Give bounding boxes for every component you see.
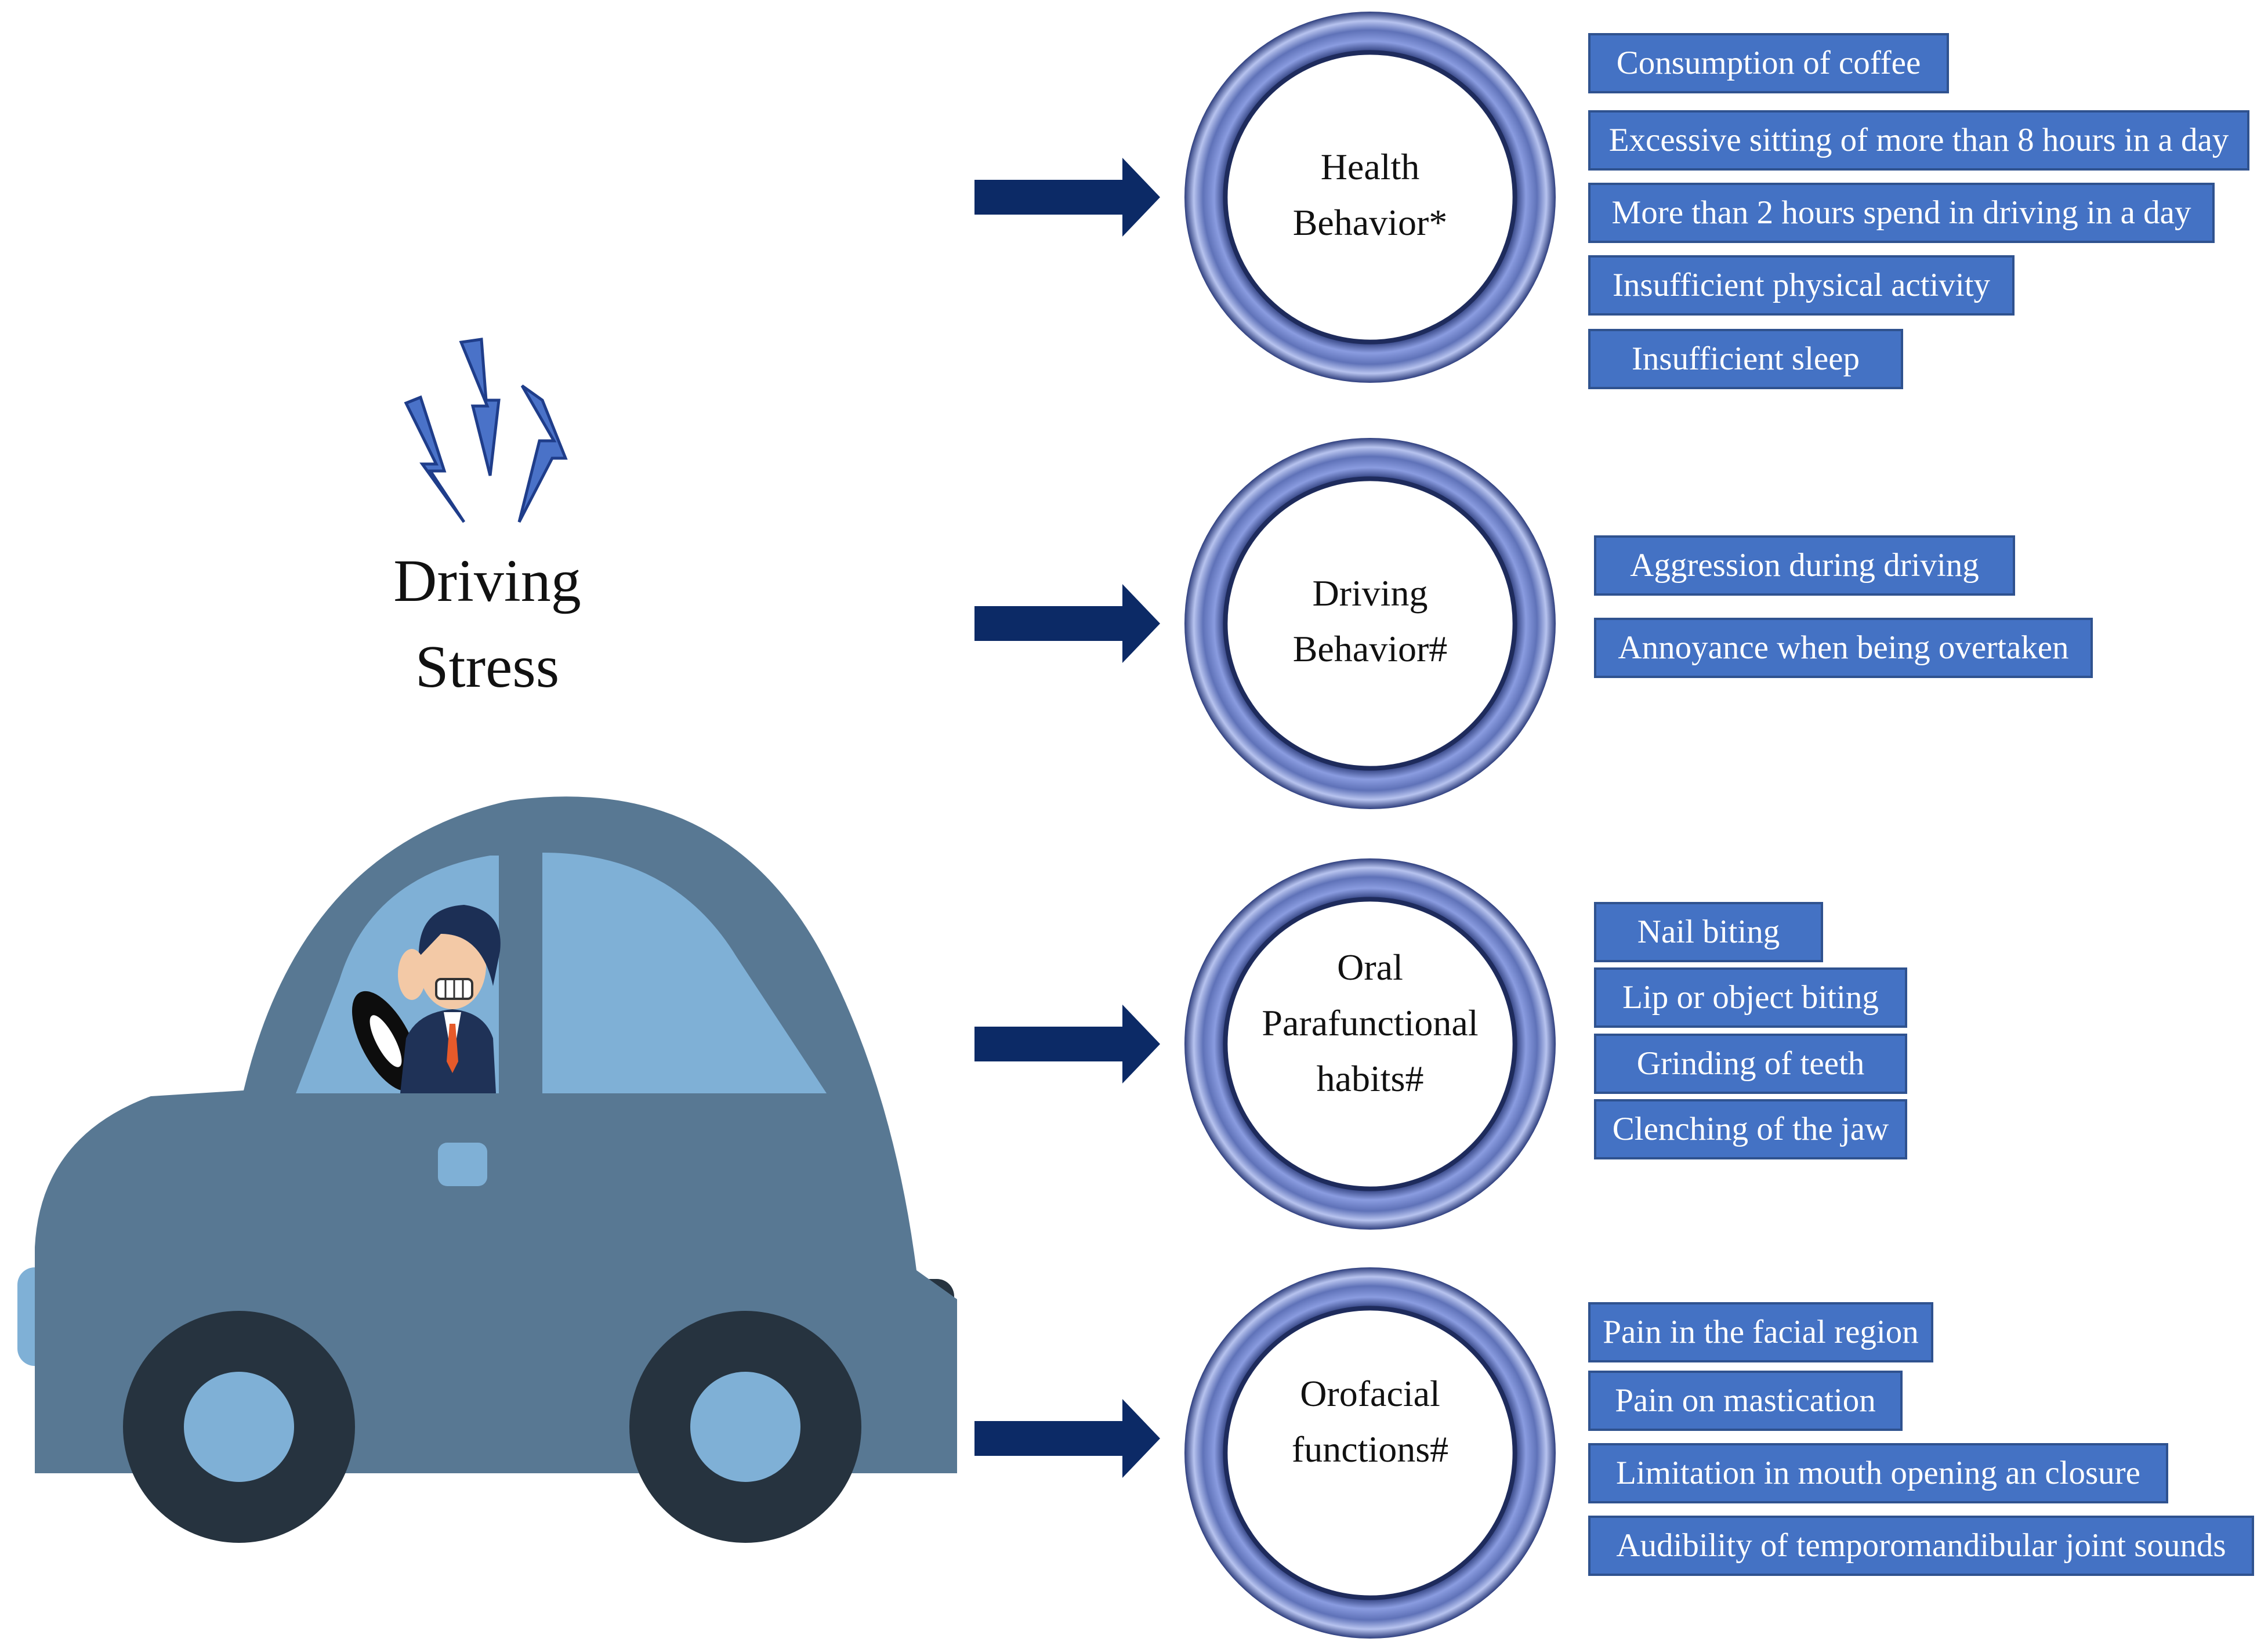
factor-box: Pain in the facial region bbox=[1588, 1302, 1933, 1362]
ring-inner bbox=[1223, 1306, 1517, 1600]
stressed-driver-icon bbox=[398, 905, 501, 1093]
right-arrow-icon bbox=[974, 158, 1160, 237]
ring-inner bbox=[1223, 476, 1517, 771]
factor-box: Insufficient sleep bbox=[1588, 329, 1903, 389]
lightning-bolts-icon bbox=[404, 338, 568, 523]
factor-box: Audibility of temporomandibular joint so… bbox=[1588, 1516, 2254, 1576]
factor-box: More than 2 hours spend in driving in a … bbox=[1588, 183, 2215, 243]
category-label-line: Orofacial bbox=[1300, 1373, 1440, 1414]
car-with-stressed-driver-icon bbox=[17, 796, 957, 1543]
category-label-line: Behavior# bbox=[1292, 628, 1448, 669]
factor-box: Excessive sitting of more than 8 hours i… bbox=[1588, 110, 2249, 171]
factor-box: Nail biting bbox=[1594, 902, 1823, 962]
category-label-line: habits# bbox=[1316, 1058, 1424, 1099]
category-label-line: functions# bbox=[1291, 1429, 1449, 1470]
category-label-line: Behavior* bbox=[1292, 202, 1448, 243]
right-arrow-icon bbox=[974, 1005, 1160, 1083]
factor-box: Clenching of the jaw bbox=[1594, 1099, 1907, 1159]
title-line-1: Driving bbox=[393, 548, 581, 614]
category-label-line: Driving bbox=[1312, 572, 1428, 614]
ring-inner bbox=[1223, 897, 1517, 1191]
title-line-2: Stress bbox=[415, 633, 560, 700]
factor-box: Aggression during driving bbox=[1594, 535, 2015, 596]
factor-box: Annoyance when being overtaken bbox=[1594, 618, 2093, 678]
factor-box: Pain on mastication bbox=[1588, 1371, 1903, 1431]
category-label-line: Oral bbox=[1337, 947, 1403, 988]
factor-box: Insufficient physical activity bbox=[1588, 255, 2015, 316]
category-label-line: Health bbox=[1320, 146, 1420, 187]
factor-box: Lip or object biting bbox=[1594, 967, 1907, 1028]
right-arrow-icon bbox=[974, 1399, 1160, 1478]
category-label-line: Parafunctional bbox=[1262, 1002, 1479, 1043]
ring-inner bbox=[1223, 50, 1517, 345]
factor-box: Limitation in mouth opening an closure bbox=[1588, 1443, 2168, 1503]
right-arrow-icon bbox=[974, 584, 1160, 663]
category-label: Orofacial functions# bbox=[1231, 1366, 1509, 1477]
factor-box: Consumption of coffee bbox=[1588, 33, 1949, 93]
factor-box: Grinding of teeth bbox=[1594, 1034, 1907, 1094]
